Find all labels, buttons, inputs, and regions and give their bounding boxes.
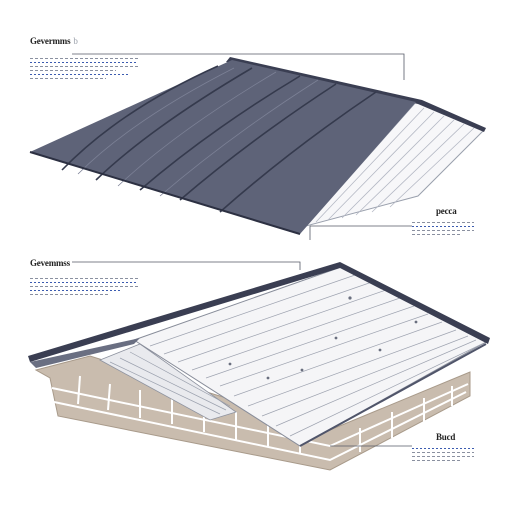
- bottom-roof-fasteners: [228, 296, 418, 380]
- bottom-roof-board-lines: [149, 273, 483, 437]
- callout-bottom-right-text: [412, 448, 474, 464]
- bottom-roof-assembly: [28, 262, 490, 471]
- top-roof-assembly: [29, 57, 486, 235]
- callout-mid-left-title: Gevemmss: [30, 258, 70, 268]
- left-sheathing-strip: [99, 343, 237, 421]
- left-strip-lines: [109, 351, 231, 415]
- callout-mid-left-text: [30, 278, 138, 298]
- top-roof-sheathing-lines: [315, 107, 475, 223]
- top-roof-highlights: [77, 67, 319, 197]
- top-roof-panel-seams: [61, 65, 377, 213]
- callout-bottom-right-title: Bucd: [436, 432, 456, 442]
- block-wall-joints: [51, 375, 469, 462]
- top-roof-metal-panels: [30, 60, 416, 234]
- leader-lines: [72, 53, 412, 447]
- bottom-roof-left-flashing: [30, 338, 140, 368]
- callout-top-right-title: pecca: [436, 206, 457, 216]
- callout-top-right-text: [412, 222, 474, 238]
- callout-top-left-text: [30, 58, 138, 82]
- top-roof-eave-edge: [29, 151, 301, 235]
- bottom-roof-fascia: [299, 343, 487, 447]
